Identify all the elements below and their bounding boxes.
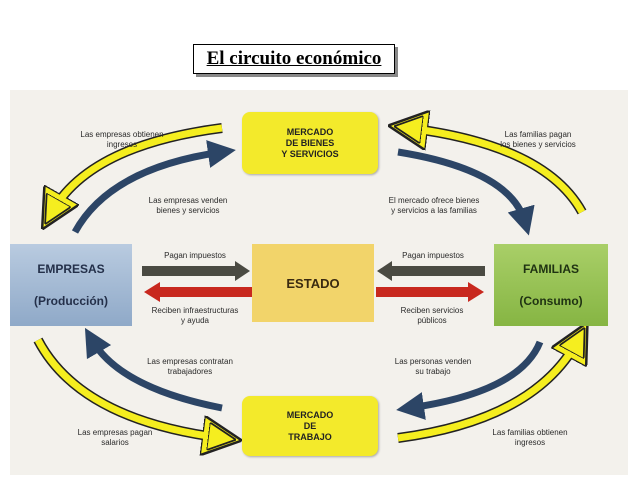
label-line: trabajadores: [167, 367, 213, 376]
label-line: Las empresas obtienen: [80, 130, 164, 139]
arrow-top-left-dark: [71, 140, 236, 234]
label-line: Las empresas contratan: [147, 357, 233, 366]
label-line: ingresos: [514, 438, 546, 447]
empresas-sub-label: (Producción): [34, 294, 108, 308]
label-familias-pagan: Las familias pagan los bienes y servicio…: [478, 130, 598, 150]
label-line: salarios: [101, 438, 129, 447]
label-line: Las empresas pagan: [77, 428, 153, 437]
label-line: Reciben servicios: [400, 306, 464, 315]
mercado-trabajo-box: MERCADO DE TRABAJO: [242, 396, 378, 456]
arrow-bottom-right-dark: [396, 340, 544, 420]
label-line: públicos: [417, 316, 447, 325]
label-line: ingresos: [106, 140, 138, 149]
familias-box: FAMILIAS (Consumo): [494, 244, 608, 326]
label-empresas-venden: Las empresas venden bienes y servicios: [128, 196, 248, 216]
diagram-title: El circuito económico: [193, 44, 395, 74]
mercado-bienes-line-3: Y SERVICIOS: [281, 148, 339, 159]
empresas-box: EMPRESAS (Producción): [10, 244, 132, 326]
arrow-impuestos-left: [142, 261, 250, 281]
empresas-label: EMPRESAS: [37, 262, 105, 276]
label-line: Las personas venden: [394, 357, 472, 366]
label-reciben-servicios: Reciben servicios públicos: [382, 306, 482, 326]
label-pagan-impuestos-left: Pagan impuestos: [164, 251, 226, 260]
arrow-reciben-right: [376, 282, 484, 302]
label-empresas-pagan: Las empresas pagan salarios: [60, 428, 170, 448]
label-line: Las familias pagan: [504, 130, 572, 139]
label-line: y servicios a las familias: [391, 206, 477, 215]
label-personas-venden: Las personas venden su trabajo: [378, 357, 488, 377]
label-line: los bienes y servicios: [500, 140, 576, 149]
mercado-bienes-box: MERCADO DE BIENES Y SERVICIOS: [242, 112, 378, 174]
label-empresas-contratan: Las empresas contratan trabajadores: [130, 357, 250, 377]
arrow-top-right-dark: [397, 148, 535, 236]
mercado-trabajo-line-1: MERCADO: [286, 409, 334, 420]
mercado-trabajo-line-2: DE: [303, 420, 317, 431]
arrow-impuestos-right: [377, 261, 485, 281]
label-line: Las empresas venden: [148, 196, 228, 205]
label-reciben-infra: Reciben infraestructuras y ayuda: [140, 306, 250, 326]
estado-box: ESTADO: [252, 244, 374, 322]
familias-label: FAMILIAS: [523, 262, 579, 276]
label-empresas-obtienen: Las empresas obtienen ingresos: [62, 130, 182, 150]
mercado-trabajo-line-3: TRABAJO: [288, 431, 332, 442]
estado-label: ESTADO: [286, 275, 340, 291]
label-line: bienes y servicios: [156, 206, 220, 215]
mercado-bienes-line-2: DE BIENES: [285, 137, 335, 148]
label-line: Reciben infraestructuras: [151, 306, 239, 315]
label-line: su trabajo: [415, 367, 451, 376]
mercado-bienes-line-1: MERCADO: [286, 126, 334, 137]
familias-sub-label: (Consumo): [519, 294, 583, 308]
arrow-bottom-left-yellow: [33, 337, 222, 438]
label-line: Las familias obtienen: [492, 428, 568, 437]
label-familias-obtienen: Las familias obtienen ingresos: [470, 428, 590, 448]
label-mercado-ofrece: El mercado ofrece bienes y servicios a l…: [372, 196, 496, 216]
label-pagan-impuestos-right: Pagan impuestos: [402, 251, 464, 260]
label-line: y ayuda: [180, 316, 210, 325]
arrow-reciben-left: [144, 282, 252, 302]
arrow-bottom-left-dark: [84, 327, 223, 412]
label-line: El mercado ofrece bienes: [388, 196, 480, 205]
